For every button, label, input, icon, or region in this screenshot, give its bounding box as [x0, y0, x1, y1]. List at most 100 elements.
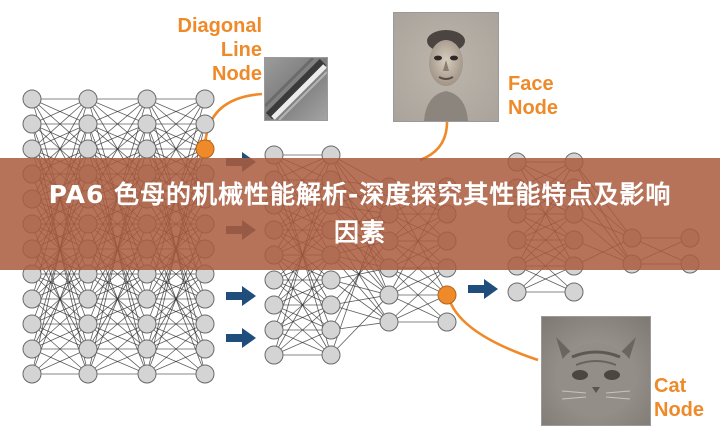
highlighted-neuron-icon	[195, 139, 215, 159]
network-edge	[330, 321, 390, 331]
network-edge	[87, 98, 148, 125]
network-edge	[146, 298, 206, 350]
neuron-node-icon	[22, 364, 42, 384]
network-edge	[330, 279, 390, 323]
neuron-node-icon	[78, 289, 98, 309]
network-edge	[273, 279, 332, 306]
network-edge	[330, 267, 390, 281]
face-node-label: Face Node	[508, 72, 558, 120]
network-edge	[31, 98, 89, 150]
neuron-node-icon	[137, 89, 157, 109]
network-edge	[31, 98, 89, 125]
neuron-node-icon	[78, 314, 98, 334]
face-label-line-1: Face	[508, 73, 554, 95]
neuron-node-icon	[264, 295, 284, 315]
diagonal-label-line-1: Diagonal	[177, 15, 262, 37]
neuron-node-icon	[137, 139, 157, 159]
neuron-node-icon	[78, 114, 98, 134]
neuron-node-icon	[137, 314, 157, 334]
neuron-node-icon	[321, 295, 341, 315]
right-arrow-icon	[468, 279, 498, 299]
neuron-node-icon	[22, 114, 42, 134]
network-edge	[273, 329, 332, 356]
network-edge	[146, 273, 206, 300]
network-edge	[146, 123, 206, 150]
network-edge	[388, 294, 448, 323]
network-edge	[146, 348, 206, 375]
neuron-node-icon	[22, 339, 42, 359]
network-edge	[516, 265, 575, 293]
neuron-node-icon	[264, 345, 284, 365]
neuron-node-icon	[195, 314, 215, 334]
neuron-node-icon	[507, 282, 527, 302]
network-edge	[31, 348, 89, 375]
network-edge	[273, 304, 332, 356]
network-edge	[388, 267, 448, 296]
neuron-node-icon	[195, 89, 215, 109]
neuron-node-icon	[137, 114, 157, 134]
network-edge	[330, 294, 390, 356]
neuron-node-icon	[564, 282, 584, 302]
neuron-node-icon	[78, 89, 98, 109]
network-edge	[31, 323, 89, 375]
network-edge	[31, 323, 89, 350]
face-feature-image	[393, 12, 499, 122]
network-edge	[146, 98, 206, 150]
network-edge	[87, 123, 148, 150]
cat-node-label: Cat Node	[654, 374, 704, 422]
face-label-line-2: Node	[508, 97, 558, 119]
network-edge	[330, 279, 390, 296]
cat-label-line-2: Node	[654, 399, 704, 421]
diagonal-line-feature-image	[264, 57, 328, 121]
neuron-node-icon	[264, 320, 284, 340]
neuron-node-icon	[195, 364, 215, 384]
neuron-node-icon	[137, 289, 157, 309]
diagonal-label-line-3: Node	[212, 63, 262, 85]
neuron-node-icon	[78, 139, 98, 159]
diagonal-label-line-2: Line	[220, 39, 262, 61]
neuron-node-icon	[379, 285, 399, 305]
network-edge	[31, 298, 89, 325]
page-title: PA6 色母的机械性能解析-深度探究其性能特点及影响因素	[48, 180, 672, 247]
neuron-node-icon	[22, 314, 42, 334]
neuron-node-icon	[437, 312, 457, 332]
neuron-node-icon	[321, 270, 341, 290]
neuron-node-icon	[22, 89, 42, 109]
network-edge	[87, 273, 148, 300]
right-arrow-icon	[226, 328, 256, 348]
neuron-node-icon	[78, 364, 98, 384]
network-edge	[31, 123, 89, 150]
network-edge	[273, 304, 332, 331]
neuron-node-icon	[379, 312, 399, 332]
neuron-node-icon	[321, 345, 341, 365]
neuron-node-icon	[195, 339, 215, 359]
cat-label-line-1: Cat	[654, 375, 687, 397]
network-edge	[87, 323, 148, 350]
cat-feature-image	[541, 316, 651, 426]
neuron-node-icon	[22, 139, 42, 159]
neuron-node-icon	[321, 320, 341, 340]
network-edge	[146, 323, 206, 350]
network-edge	[146, 98, 206, 125]
network-edge	[330, 304, 390, 323]
title-banner: PA6 色母的机械性能解析-深度探究其性能特点及影响因素	[0, 158, 720, 270]
neuron-node-icon	[22, 289, 42, 309]
neuron-node-icon	[195, 289, 215, 309]
neuron-node-icon	[137, 364, 157, 384]
right-arrow-icon	[226, 286, 256, 306]
network-edge	[31, 273, 89, 300]
network-edge	[31, 298, 89, 350]
highlighted-neuron-icon	[437, 285, 457, 305]
network-edge	[87, 323, 148, 375]
network-edge	[388, 267, 448, 323]
network-edge	[330, 294, 390, 306]
neuron-node-icon	[78, 339, 98, 359]
network-edge	[87, 348, 148, 375]
neuron-node-icon	[195, 114, 215, 134]
network-edge	[87, 298, 148, 325]
face-connector	[419, 121, 449, 162]
network-edge	[146, 298, 206, 325]
diagonal-line-node-label: Diagonal Line Node	[150, 14, 262, 86]
network-edge	[87, 98, 148, 150]
